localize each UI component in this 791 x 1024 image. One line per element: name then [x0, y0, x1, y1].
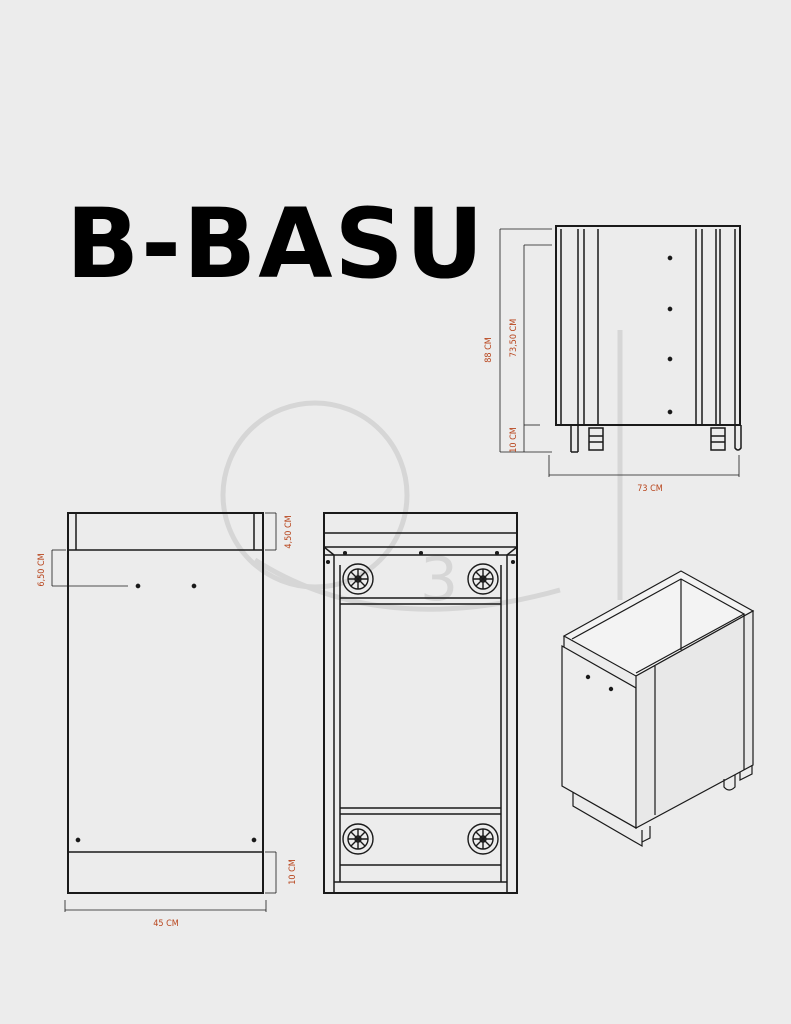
dim-side-height-body: 73,50 CM [509, 319, 519, 357]
side-view-dimensions [499, 228, 740, 477]
dim-front-plinth: 10 CM [288, 859, 298, 885]
leg-bottom-left-icon [342, 823, 374, 855]
inner-view [323, 512, 518, 894]
leg-bottom-right-icon [467, 823, 499, 855]
side-view [555, 225, 742, 453]
dim-side-plinth: 10 CM [509, 427, 519, 453]
leg-top-left-icon [342, 563, 374, 595]
watermark-logo: 3 [220, 330, 623, 615]
front-view-dimension-labels: 6,50 CM 4,50 CM 10 CM 45 CM [37, 515, 298, 929]
dim-front-width: 45 CM [153, 919, 179, 929]
product-title: B-BASU [66, 188, 486, 300]
dim-side-depth: 73 CM [637, 484, 663, 494]
front-view-dimensions [51, 512, 277, 912]
dim-side-height-total: 88 CM [484, 337, 494, 363]
isometric-view [561, 570, 755, 848]
side-view-dimension-labels: 88 CM 73,50 CM 10 CM 73 CM [484, 319, 663, 494]
leg-top-right-icon [467, 563, 499, 595]
front-view [67, 512, 264, 894]
dim-front-hole-offset: 6,50 CM [37, 553, 47, 586]
dim-front-top-rail: 4,50 CM [284, 515, 294, 548]
